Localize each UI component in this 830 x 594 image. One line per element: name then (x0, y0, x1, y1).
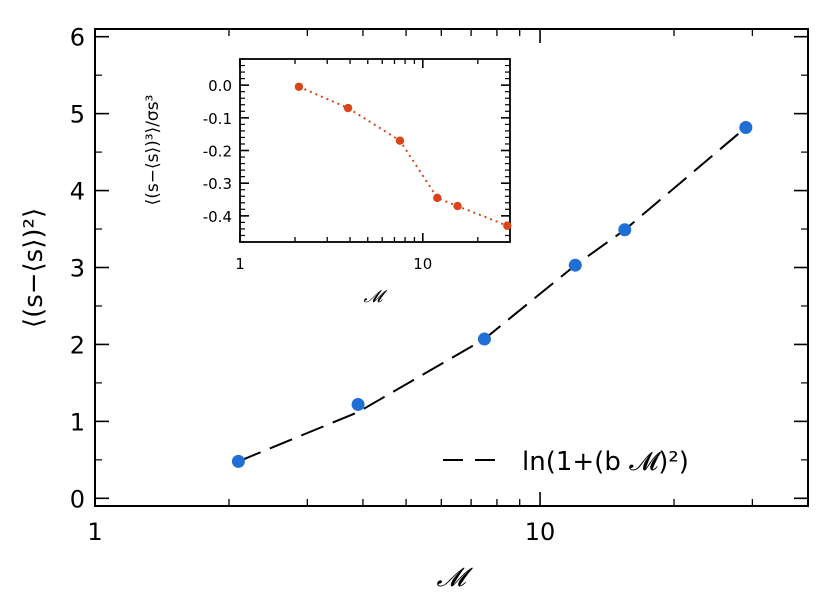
inset-x-axis-label: 𝓜 (363, 287, 387, 307)
main-y-tick-label: 3 (70, 255, 85, 283)
main-fit-line (238, 126, 747, 463)
main-data-point (231, 454, 245, 468)
inset-x-tick-label: 1 (235, 255, 245, 273)
main-legend: ln(1+(b 𝓜)²) (443, 447, 689, 477)
inset-data-point (343, 103, 353, 113)
inset-points (294, 82, 512, 230)
inset-data-point (453, 201, 462, 211)
inset-ticks: 1 10 0.0 -0.1 -0.2 -0.3 -0.4 (203, 58, 510, 273)
inset-data-point (433, 193, 442, 203)
inset-y-tick-label: -0.3 (203, 175, 232, 193)
main-x-tick-label: 10 (525, 518, 556, 546)
main-data-point (477, 332, 491, 346)
inset-plot-background (240, 59, 510, 242)
main-y-tick-label: 0 (70, 485, 85, 513)
main-data-point (568, 258, 582, 272)
inset-y-tick-label: -0.1 (203, 110, 232, 128)
main-y-tick-label: 2 (70, 331, 85, 359)
main-data-point (739, 120, 753, 134)
main-x-tick-label: 1 (87, 518, 102, 546)
inset-chart: 1 10 0.0 -0.1 -0.2 -0.3 -0.4 𝓜 ⟨(s−⟨s⟩)³⟩/σs³ (143, 58, 512, 307)
main-y-tick-label: 1 (70, 408, 85, 436)
inset-x-tick-label: 10 (413, 255, 432, 273)
main-y-axis-label: ⟨(s−⟨s⟩)²⟩ (19, 208, 49, 328)
inset-data-point (294, 82, 304, 91)
inset-y-tick-label: 0.0 (208, 77, 232, 95)
main-x-axis-label: 𝓜 (436, 563, 473, 593)
inset-data-point (395, 136, 405, 145)
legend-label: ln(1+(b 𝓜)²) (522, 447, 689, 477)
main-points (231, 120, 753, 468)
main-y-tick-label: 5 (70, 101, 85, 129)
inset-y-tick-label: -0.2 (203, 143, 232, 161)
main-data-point (351, 397, 365, 411)
inset-y-tick-label: -0.4 (203, 208, 232, 226)
main-y-tick-label: 4 (70, 178, 85, 206)
main-data-point (618, 223, 632, 237)
main-y-tick-label: 6 (70, 24, 85, 52)
inset-y-axis-label: ⟨(s−⟨s⟩)³⟩/σs³ (143, 95, 163, 206)
inset-data-point (503, 221, 512, 230)
